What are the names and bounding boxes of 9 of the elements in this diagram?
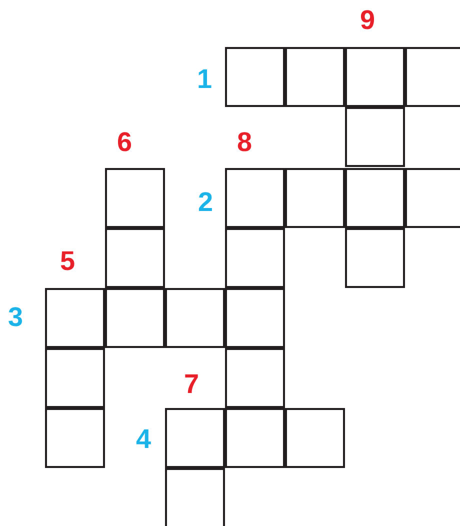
down-clue-number: 8: [237, 127, 252, 157]
across-clue-number: 3: [8, 302, 24, 332]
across-clue-number: 1: [197, 64, 212, 94]
down-clue-number: 6: [117, 127, 132, 157]
down-clue-number: 9: [360, 5, 376, 35]
down-clue-number: 5: [60, 246, 76, 276]
across-clue-number: 4: [136, 424, 152, 454]
down-clue-number: 7: [184, 369, 200, 399]
across-clue-number: 2: [198, 187, 214, 217]
